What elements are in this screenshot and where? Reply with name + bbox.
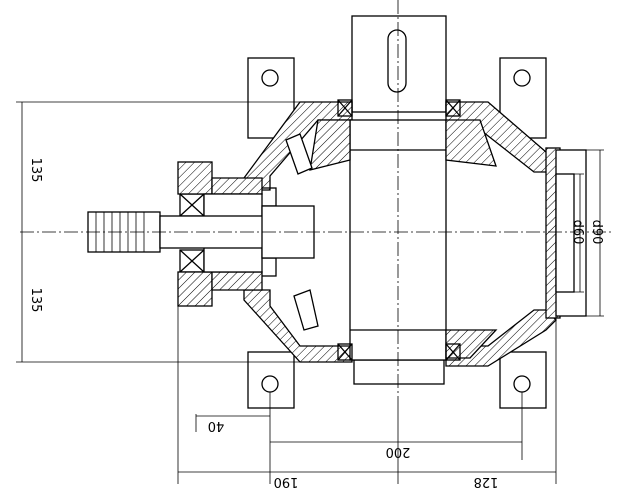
dim-d90: d90: [589, 220, 604, 245]
input-sleeve-lower: [211, 271, 263, 291]
input-sleeve-upper: [211, 177, 263, 195]
dim-128: 128: [474, 474, 499, 489]
output-shaft: [351, 15, 447, 385]
dim-135-upper: 135: [28, 158, 43, 183]
mounting-brackets: [247, 57, 547, 409]
bracket-bottom-left: [247, 351, 295, 409]
bolt-hole-top-left: [261, 69, 279, 87]
input-flange-lower: [177, 271, 213, 307]
keyway-slot: [387, 29, 407, 93]
bracket-bottom-right: [499, 351, 547, 409]
bolt-hole-bottom-left: [261, 375, 279, 393]
bracket-top-left: [247, 57, 295, 139]
gear-body: [285, 119, 498, 361]
dim-135-lower: 135: [28, 288, 43, 313]
bevel-gear-left-upper: [309, 119, 351, 171]
bevel-gear-right-upper: [445, 119, 497, 167]
dim-200: 200: [386, 444, 411, 459]
bevel-pinion-upper: [285, 133, 313, 175]
dim-d60: d60: [570, 220, 585, 245]
dimensions: 135 135 d90 d60 40 200 190 128: [16, 101, 604, 489]
dim-190: 190: [274, 474, 299, 489]
center-lines: [20, 0, 612, 410]
bevel-pinion-lower: [293, 289, 319, 331]
bolt-hole-top-right: [513, 69, 531, 87]
input-flange-upper: [177, 161, 213, 195]
bolt-hole-bottom-right: [513, 375, 531, 393]
output-shaft-bottom: [353, 359, 445, 385]
output-shaft-top: [351, 15, 447, 113]
dim-40: 40: [208, 418, 225, 433]
